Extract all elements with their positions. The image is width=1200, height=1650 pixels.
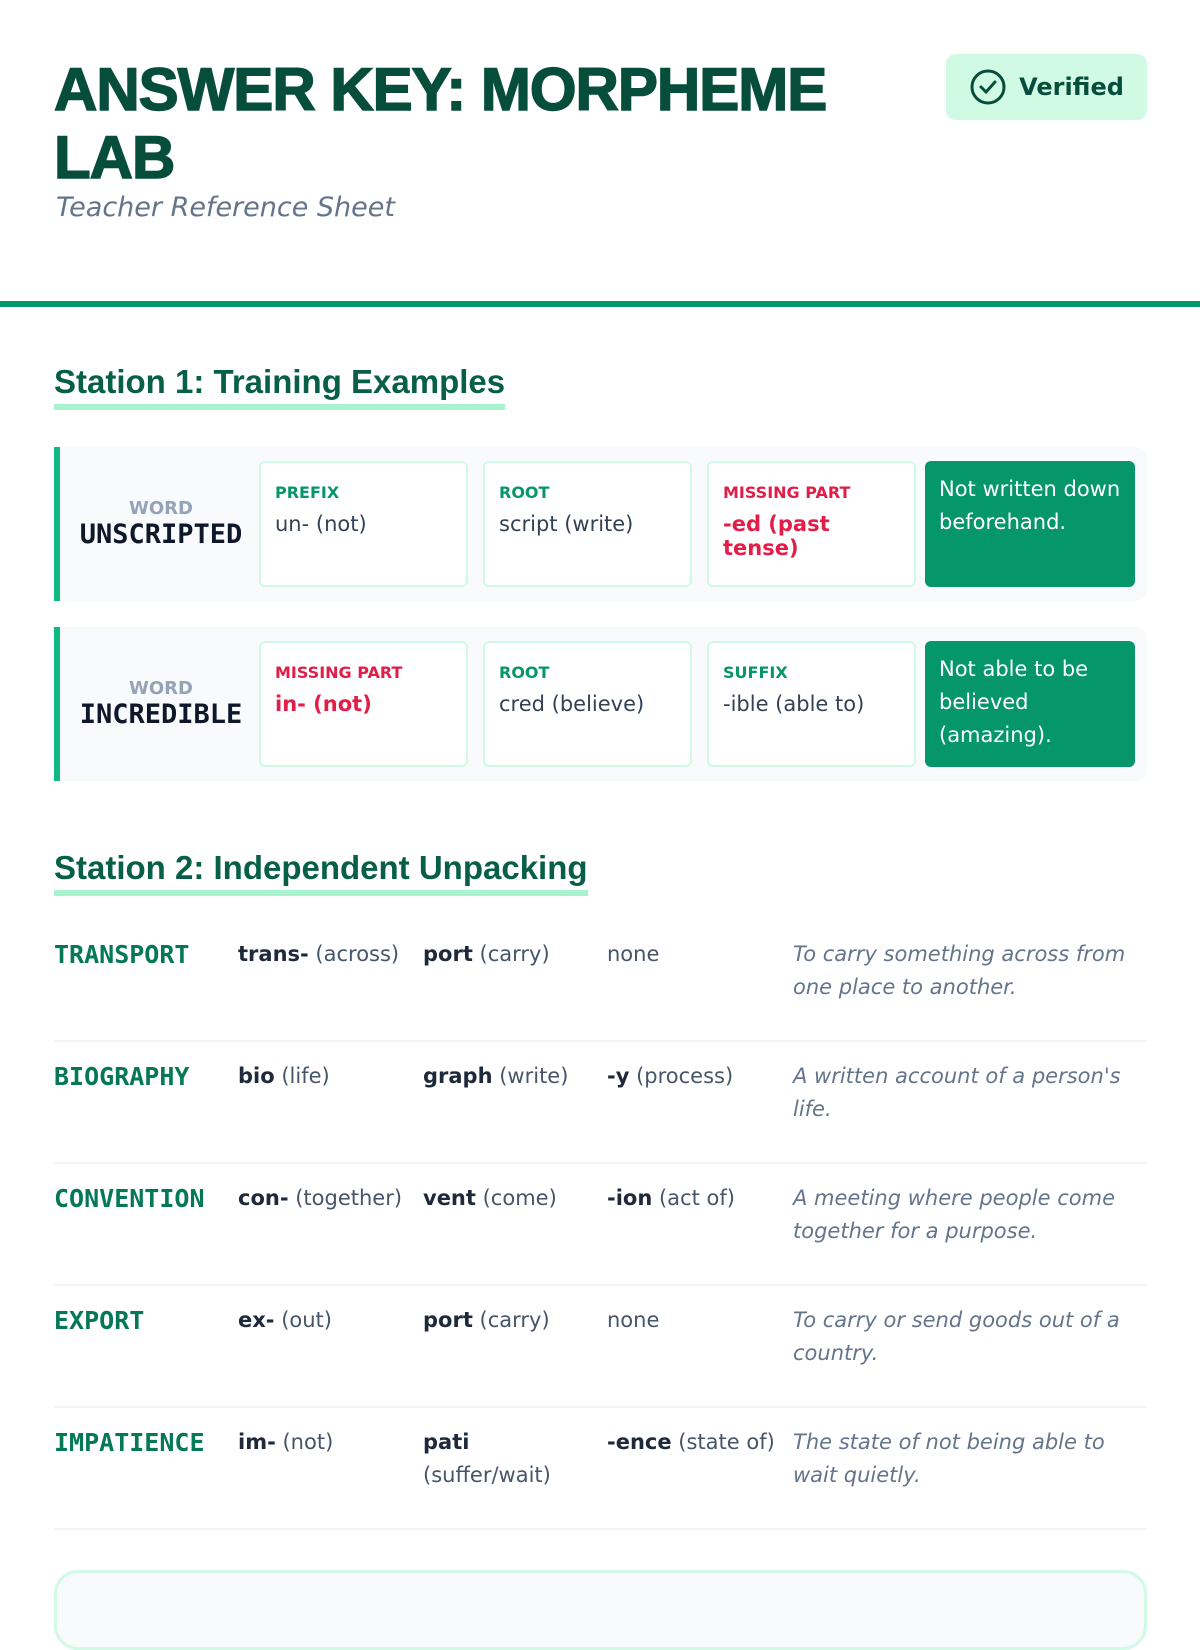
suffix-cell: none xyxy=(607,1304,792,1337)
morpheme-value: -ible (able to) xyxy=(723,692,865,716)
suffix-gloss: (process) xyxy=(636,1064,734,1088)
prefix-cell: ex- (out) xyxy=(238,1304,418,1337)
suffix-gloss: (act of) xyxy=(658,1186,735,1210)
morpheme-label: MISSING PART xyxy=(723,483,851,502)
prefix-cell: im- (not) xyxy=(238,1426,418,1459)
root-morpheme: pati xyxy=(423,1430,470,1454)
prefix-cell: trans- (across) xyxy=(238,938,418,971)
word: CONVENTION xyxy=(54,1184,205,1213)
root-cell: port (carry) xyxy=(423,938,598,971)
root-cell: graph (write) xyxy=(423,1060,598,1093)
root-gloss: (write) xyxy=(499,1064,569,1088)
definition: A written account of a person's life. xyxy=(793,1064,1121,1121)
morpheme-label: SUFFIX xyxy=(723,663,788,682)
morpheme-box: ROOT script (write) xyxy=(483,461,692,587)
header-divider xyxy=(0,301,1200,307)
station2-heading: Station 2: Independent Unpacking xyxy=(54,848,588,896)
root-morpheme: port xyxy=(423,1308,473,1332)
morpheme-box: MISSING PART -ed (past tense) xyxy=(707,461,916,587)
page-subtitle: Teacher Reference Sheet xyxy=(56,192,395,223)
suffix-morpheme: -ion xyxy=(607,1186,653,1210)
verified-badge: Verified xyxy=(946,54,1147,120)
prefix-morpheme: bio xyxy=(238,1064,275,1088)
prefix-morpheme: im- xyxy=(238,1430,276,1454)
meaning-box: Not able to be believed (amazing). xyxy=(925,641,1135,767)
prefix-cell: con- (together) xyxy=(238,1182,418,1215)
definition: The state of not being able to wait quie… xyxy=(793,1430,1105,1487)
suffix-morpheme: -y xyxy=(607,1064,630,1088)
root-gloss: (suffer/wait) xyxy=(423,1463,551,1487)
prefix-gloss: (together) xyxy=(295,1186,403,1210)
root-gloss: (carry) xyxy=(479,942,550,966)
root-morpheme: vent xyxy=(423,1186,476,1210)
suffix-gloss: (state of) xyxy=(678,1430,775,1454)
word-label: WORD xyxy=(129,498,193,519)
morpheme-value: -ed (past tense) xyxy=(723,512,830,560)
prefix-gloss: (not) xyxy=(282,1430,334,1454)
suffix-gloss: none xyxy=(607,1308,660,1332)
morpheme-label: ROOT xyxy=(499,483,550,502)
root-gloss: (carry) xyxy=(479,1308,550,1332)
station1-heading: Station 1: Training Examples xyxy=(54,362,506,410)
morpheme-value: in- (not) xyxy=(275,692,372,716)
word: BIOGRAPHY xyxy=(54,1062,190,1091)
morpheme-value: cred (believe) xyxy=(499,692,645,716)
prefix-morpheme: con- xyxy=(238,1186,289,1210)
morpheme-label: PREFIX xyxy=(275,483,340,502)
word: INCREDIBLE xyxy=(79,699,243,730)
definition: To carry or send goods out of a country. xyxy=(793,1308,1120,1365)
prefix-morpheme: ex- xyxy=(238,1308,275,1332)
footer-note-box xyxy=(54,1570,1147,1650)
prefix-gloss: (out) xyxy=(281,1308,332,1332)
root-gloss: (come) xyxy=(482,1186,557,1210)
word: EXPORT xyxy=(54,1306,145,1335)
root-morpheme: port xyxy=(423,942,473,966)
word: IMPATIENCE xyxy=(54,1428,205,1457)
badge-label: Verified xyxy=(1019,73,1124,101)
word: TRANSPORT xyxy=(54,940,190,969)
morpheme-label: MISSING PART xyxy=(275,663,403,682)
morpheme-value: un- (not) xyxy=(275,512,367,536)
morpheme-box: PREFIX un- (not) xyxy=(259,461,468,587)
word: UNSCRIPTED xyxy=(79,519,243,550)
morpheme-box: SUFFIX -ible (able to) xyxy=(707,641,916,767)
prefix-gloss: (across) xyxy=(315,942,400,966)
root-morpheme: graph xyxy=(423,1064,493,1088)
suffix-cell: none xyxy=(607,938,792,971)
suffix-morpheme: -ence xyxy=(607,1430,672,1454)
root-cell: port (carry) xyxy=(423,1304,598,1337)
definition: To carry something across from one place… xyxy=(793,942,1126,999)
prefix-cell: bio (life) xyxy=(238,1060,418,1093)
suffix-cell: -ence (state of) xyxy=(607,1426,792,1459)
word-label: WORD xyxy=(129,678,193,699)
morpheme-box: MISSING PART in- (not) xyxy=(259,641,468,767)
check-circle-icon xyxy=(970,69,1006,105)
morpheme-box: ROOT cred (believe) xyxy=(483,641,692,767)
prefix-morpheme: trans- xyxy=(238,942,309,966)
prefix-gloss: (life) xyxy=(281,1064,330,1088)
root-cell: vent (come) xyxy=(423,1182,598,1215)
meaning-box: Not written down beforehand. xyxy=(925,461,1135,587)
root-cell: pati (suffer/wait) xyxy=(423,1426,598,1492)
suffix-gloss: none xyxy=(607,942,660,966)
page-title: ANSWER KEY: MORPHEME LAB xyxy=(53,55,828,192)
morpheme-value: script (write) xyxy=(499,512,634,536)
suffix-cell: -y (process) xyxy=(607,1060,792,1093)
suffix-cell: -ion (act of) xyxy=(607,1182,792,1215)
definition: A meeting where people come together for… xyxy=(793,1186,1115,1243)
morpheme-label: ROOT xyxy=(499,663,550,682)
